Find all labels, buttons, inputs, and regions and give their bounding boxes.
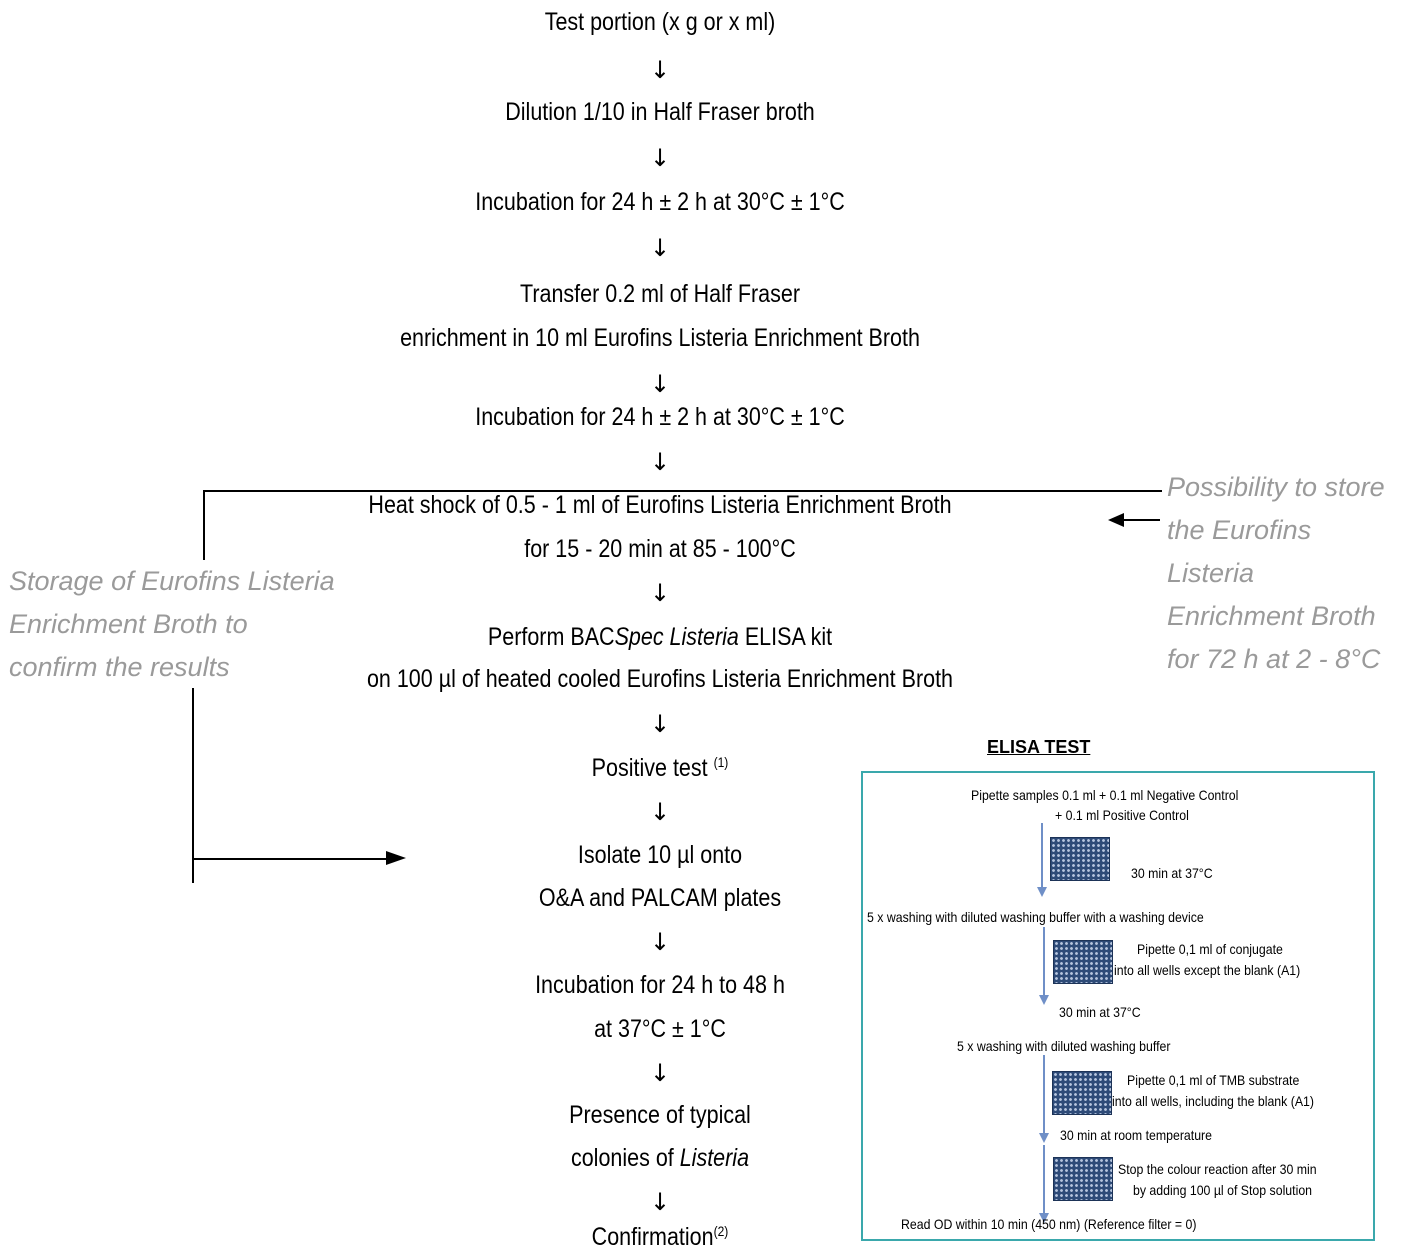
possibility-note-line: for 72 h at 2 - 8°C <box>1167 644 1381 674</box>
elisa-flow-line <box>1043 927 1045 997</box>
flow-arrow-icon: ↓ <box>649 579 671 607</box>
step-positive-test: Positive test (1) <box>350 755 969 781</box>
flow-arrow-icon: ↓ <box>649 798 671 826</box>
elisa-step-tmb-2: into all wells, including the blank (A1) <box>1112 1093 1315 1109</box>
elisa-arrowhead-icon <box>1039 1213 1049 1223</box>
step-elisa-suffix: ELISA kit <box>738 623 833 651</box>
possibility-note-line: the Eurofins <box>1167 515 1312 545</box>
microplate-icon <box>1053 1157 1113 1201</box>
storage-note-line: confirm the results <box>9 652 230 682</box>
confirmation-label: Confirmation <box>591 1223 714 1251</box>
elisa-step-wash-1: 5 x washing with diluted washing buffer … <box>867 909 1204 925</box>
connector-left-down <box>203 490 205 560</box>
step-elisa-line2: on 100 µl of heated cooled Eurofins List… <box>366 665 954 693</box>
elisa-step-read-od: Read OD within 10 min (450 nm) (Referenc… <box>901 1216 1197 1232</box>
step-incubation-1: Incubation for 24 h ± 2 h at 30°C ± 1°C <box>475 188 845 216</box>
storage-note-line: Storage of Eurofins Listeria <box>9 566 335 596</box>
elisa-step-incubate-1: 30 min at 37°C <box>1131 865 1213 881</box>
elisa-flow-line <box>1041 823 1043 889</box>
elisa-flow-line <box>1043 1055 1045 1135</box>
step-elisa-italic: Spec Listeria <box>614 623 739 651</box>
flow-arrow-icon: ↓ <box>649 370 671 398</box>
elisa-arrowhead-icon <box>1037 887 1047 897</box>
connector-top-right <box>686 490 1162 492</box>
connector-top-left <box>203 490 686 492</box>
elisa-step-positive-control: + 0.1 ml Positive Control <box>1055 807 1189 823</box>
elisa-step-conjugate-1: Pipette 0,1 ml of conjugate <box>1137 941 1283 957</box>
possibility-note-line: Listeria <box>1167 558 1255 588</box>
flow-arrow-icon: ↓ <box>649 56 671 84</box>
possibility-note-line: Possibility to store <box>1167 472 1385 502</box>
microplate-icon <box>1053 940 1113 984</box>
elisa-step-tmb-1: Pipette 0,1 ml of TMB substrate <box>1127 1072 1300 1088</box>
elisa-step-incubate-2: 30 min at 37°C <box>1059 1004 1141 1020</box>
flow-arrow-icon: ↓ <box>649 1188 671 1216</box>
presence-prefix: colonies of <box>570 1144 680 1172</box>
step-incubation-2: Incubation for 24 h ± 2 h at 30°C ± 1°C <box>475 403 845 431</box>
elisa-step-stop-1: Stop the colour reaction after 30 min <box>1118 1161 1317 1177</box>
step-isolate-line1: Isolate 10 µl onto <box>577 841 743 869</box>
flow-arrow-icon: ↓ <box>649 234 671 262</box>
elisa-step-incubate-3: 30 min at room temperature <box>1060 1127 1213 1143</box>
step-heat-shock-line1: Heat shock of 0.5 - 1 ml of Eurofins Lis… <box>368 491 952 519</box>
arrowhead-right-icon <box>386 851 406 865</box>
footnote-2: (2) <box>713 1223 729 1239</box>
flow-arrow-icon: ↓ <box>649 928 671 956</box>
flow-arrow-icon: ↓ <box>649 710 671 738</box>
elisa-flow-line <box>1043 1145 1045 1215</box>
arrowhead-left-icon <box>1108 513 1124 527</box>
elisa-title: ELISA TEST <box>987 737 1091 757</box>
storage-note-line: Enrichment Broth to <box>9 609 248 639</box>
elisa-panel: Pipette samples 0.1 ml + 0.1 ml Negative… <box>861 771 1375 1241</box>
microplate-icon <box>1050 837 1110 881</box>
microplate-icon <box>1052 1071 1112 1115</box>
connector-storage-down <box>192 688 194 883</box>
step-incubation-3-line1: Incubation for 24 h to 48 h <box>535 971 785 999</box>
elisa-arrowhead-icon <box>1039 995 1049 1005</box>
step-dilution: Dilution 1/10 in Half Fraser broth <box>505 98 815 126</box>
elisa-step-pipette-samples: Pipette samples 0.1 ml + 0.1 ml Negative… <box>971 787 1239 803</box>
step-test-portion: Test portion (x g or x ml) <box>544 8 776 36</box>
step-heat-shock-line2: for 15 - 20 min at 85 - 100°C <box>524 535 796 563</box>
step-confirmation: Confirmation(2) <box>350 1224 969 1250</box>
step-transfer-line1: Transfer 0.2 ml of Half Fraser <box>520 280 800 308</box>
footnote-1: (1) <box>713 754 729 770</box>
flow-arrow-icon: ↓ <box>649 448 671 476</box>
elisa-step-conjugate-2: into all wells except the blank (A1) <box>1114 962 1301 978</box>
step-incubation-3-line2: at 37°C ± 1°C <box>594 1015 726 1043</box>
connector-storage-right <box>192 858 388 860</box>
elisa-arrowhead-icon <box>1039 1133 1049 1143</box>
step-transfer-line2: enrichment in 10 ml Eurofins Listeria En… <box>400 324 920 352</box>
possibility-note: Possibility to store the Eurofins Lister… <box>1167 466 1385 681</box>
step-elisa-line1: Perform BACSpec Listeria ELISA kit <box>350 625 969 650</box>
flow-arrow-icon: ↓ <box>649 1059 671 1087</box>
connector-right-arrow <box>1124 519 1160 521</box>
presence-italic: Listeria <box>679 1144 750 1172</box>
step-presence-line2: colonies of Listeria <box>350 1146 969 1171</box>
step-elisa-prefix: Perform BAC <box>487 623 615 651</box>
storage-note: Storage of Eurofins Listeria Enrichment … <box>9 560 335 689</box>
step-presence-line1: Presence of typical <box>569 1101 751 1129</box>
step-isolate-line2: O&A and PALCAM plates <box>538 884 782 912</box>
elisa-step-wash-2: 5 x washing with diluted washing buffer <box>957 1038 1171 1054</box>
elisa-step-stop-2: by adding 100 µl of Stop solution <box>1133 1182 1313 1198</box>
possibility-note-line: Enrichment Broth <box>1167 601 1376 631</box>
flow-arrow-icon: ↓ <box>649 144 671 172</box>
positive-test-label: Positive test <box>591 754 714 782</box>
